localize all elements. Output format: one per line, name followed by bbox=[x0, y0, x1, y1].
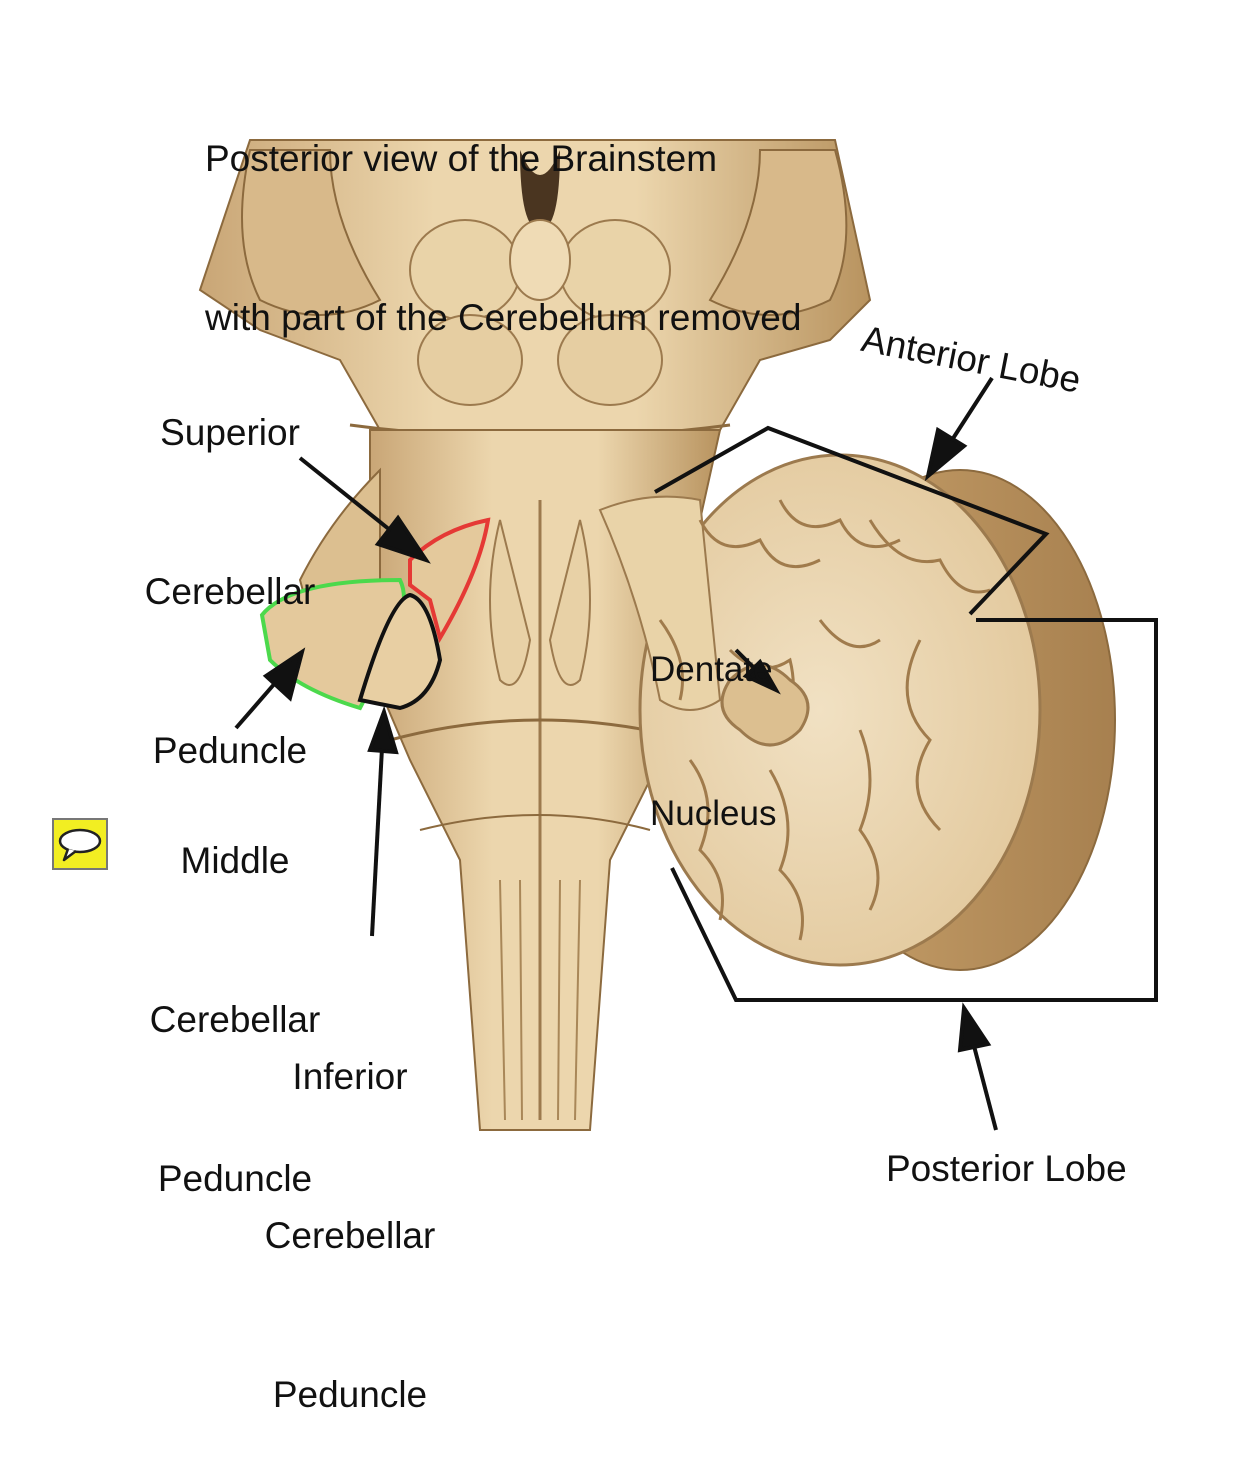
label-posterior-lobe: Posterior Lobe bbox=[886, 1148, 1127, 1189]
dentate-nucleus-arrow bbox=[734, 648, 781, 695]
inferior-peduncle-outline bbox=[357, 592, 443, 711]
middle-peduncle-arrow bbox=[234, 647, 306, 730]
label-line: Peduncle bbox=[157, 1158, 313, 1199]
title-line-2: with part of the Cerebellum removed bbox=[205, 297, 802, 338]
posterior-lobe-bracket bbox=[670, 618, 1158, 1002]
anterior-lobe-arrow bbox=[924, 376, 994, 482]
pointer-arrows bbox=[234, 376, 998, 1131]
label-middle-cerebellar-peduncle: Middle Cerebellar Peduncle bbox=[125, 728, 345, 1258]
label-dentate-nucleus: Dentate Nucleus bbox=[650, 550, 776, 886]
cerebellum-section bbox=[598, 453, 1116, 971]
label-line: Inferior bbox=[292, 1056, 408, 1097]
label-line: Nucleus bbox=[650, 794, 777, 833]
label-line: Middle bbox=[180, 840, 290, 881]
figure-title: Posterior view of the Brainstem with par… bbox=[205, 26, 801, 397]
dentate-nucleus bbox=[720, 663, 810, 747]
cerebellar-folia bbox=[658, 499, 991, 941]
peduncle-outlines bbox=[259, 517, 491, 711]
label-superior-cerebellar-peduncle: Superior Cerebellar Peduncle bbox=[130, 300, 330, 830]
label-line: Dentate bbox=[650, 650, 773, 689]
superior-peduncle-arrow bbox=[298, 456, 431, 564]
label-line: Peduncle bbox=[152, 730, 308, 771]
posterior-lobe-arrow bbox=[957, 1002, 998, 1131]
anterior-lobe-bracket bbox=[654, 425, 1050, 616]
label-line: Cerebellar bbox=[264, 1215, 436, 1256]
title-line-1: Posterior view of the Brainstem bbox=[205, 138, 718, 179]
label-line: Cerebellar bbox=[149, 999, 321, 1040]
superior-peduncle-outline bbox=[408, 517, 491, 644]
label-line: Superior bbox=[160, 412, 300, 453]
label-inferior-cerebellar-peduncle: Inferior Cerebellar Peduncle bbox=[240, 944, 460, 1474]
speech-bubble-glyph bbox=[52, 818, 108, 870]
lobe-brackets bbox=[654, 425, 1158, 1002]
label-line: Peduncle bbox=[272, 1374, 428, 1415]
brainstem-figure bbox=[198, 139, 1158, 1131]
label-line: Cerebellar bbox=[144, 571, 316, 612]
inferior-peduncle-arrow bbox=[367, 705, 399, 937]
midbrain-region bbox=[198, 139, 872, 439]
speech-bubble-icon[interactable] bbox=[52, 818, 108, 870]
